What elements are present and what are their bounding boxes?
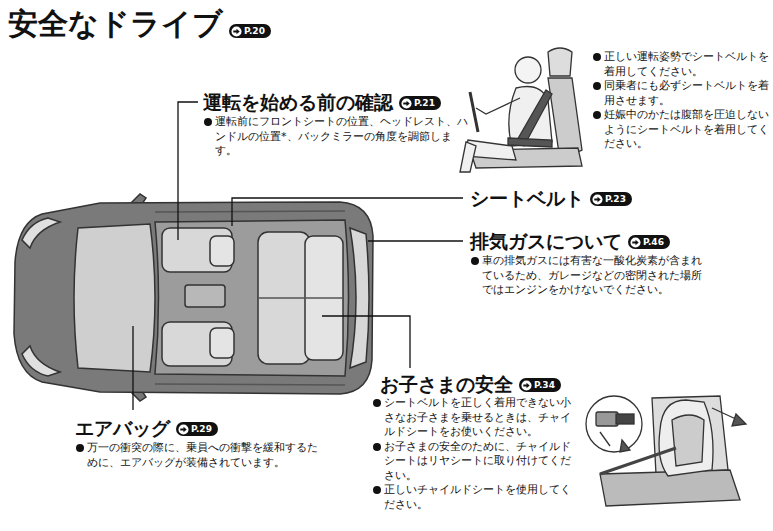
bullet-text: 運転前にフロントシートの位置、ヘッドレスト、ハンドルの位置*、バックミラーの角度…: [215, 115, 468, 159]
section-heading: 運転を始める前の確認: [203, 90, 393, 114]
section-heading: シートベルト: [470, 186, 584, 210]
page-ref-badge: P.21: [399, 96, 441, 110]
page-ref-badge: P.29: [176, 422, 218, 436]
bullet-dot: [471, 257, 479, 265]
arrow-icon: [231, 26, 242, 37]
child-seat-illustration: [586, 396, 746, 506]
bullet-item: 万一の衝突の際に、乗員への衝撃を緩和するために、エアバッグが装備されています。: [75, 441, 325, 470]
bullet-text: 正しいチャイルドシートを使用してください。: [384, 483, 572, 512]
bullet-item: 妊娠中のかたは腹部を圧迫しないようにシートベルトを着用してください。: [592, 108, 770, 152]
arrow-icon: [178, 424, 189, 435]
bullet-item: 運転前にフロントシートの位置、ヘッドレスト、ハンドルの位置*、バックミラーの角度…: [203, 115, 468, 159]
bullet-text: 正しい運転姿勢でシートベルトを着用してください。: [604, 50, 770, 79]
bullet-text: シートベルトを正しく着用できない小さなお子さまを乗せるときは、チャイルドシートを…: [384, 396, 572, 440]
section-heading: お子さまの安全: [380, 372, 513, 396]
bullet-text: お子さまの安全のために、チャイルドシートはリヤシートに取り付けてください。: [384, 440, 572, 484]
bullet-item: 正しいチャイルドシートを使用してください。: [372, 483, 572, 512]
bullet-dot: [593, 82, 601, 90]
bullet-item: お子さまの安全のために、チャイルドシートはリヤシートに取り付けてください。: [372, 440, 572, 484]
section-heading: 排気ガスについて: [470, 229, 622, 253]
bullet-dot: [373, 486, 381, 494]
bullet-dot: [373, 443, 381, 451]
arrow-icon: [401, 98, 412, 109]
arrow-icon: [521, 380, 532, 391]
bullet-text: 妊娠中のかたは腹部を圧迫しないようにシートベルトを着用してください。: [604, 108, 770, 152]
bullet-item: 車の排気ガスには有害な一酸化炭素が含まれているため、ガレージなどの密閉された場所…: [470, 254, 705, 298]
bullet-dot: [593, 53, 601, 61]
leader-line: [133, 102, 463, 410]
bullet-dot: [373, 399, 381, 407]
page-ref: P.20: [244, 25, 265, 37]
arrow-icon: [592, 194, 603, 205]
page-ref: P.34: [534, 379, 555, 391]
bullet-dot: [76, 444, 84, 452]
bullet-item: シートベルトを正しく着用できない小さなお子さまを乗せるときは、チャイルドシートを…: [372, 396, 572, 440]
car-top-view: [14, 194, 373, 401]
page-ref: P.46: [643, 236, 664, 248]
page-ref-badge: P.46: [628, 235, 670, 249]
page-ref-badge: P.23: [590, 192, 632, 206]
bullet-text: 同乗者にも必ずシートベルトを着用させます。: [604, 79, 770, 108]
page-title: 安全なドライブ: [8, 6, 223, 42]
seated-driver-illustration: [460, 48, 582, 172]
page-ref: P.29: [191, 423, 212, 435]
bullet-text: 万一の衝突の際に、乗員への衝撃を緩和するために、エアバッグが装備されています。: [87, 441, 325, 470]
bullet-text: 車の排気ガスには有害な一酸化炭素が含まれているため、ガレージなどの密閉された場所…: [482, 254, 705, 298]
page-ref-badge: P.20: [229, 24, 271, 38]
section-heading: エアバッグ: [75, 416, 170, 440]
bullet-item: 同乗者にも必ずシートベルトを着用させます。: [592, 79, 770, 108]
bullet-dot: [593, 111, 601, 119]
bullet-item: 正しい運転姿勢でシートベルトを着用してください。: [592, 50, 770, 79]
arrow-icon: [630, 237, 641, 248]
bullet-dot: [204, 118, 212, 126]
page-ref: P.23: [605, 193, 626, 205]
page-ref: P.21: [414, 97, 435, 109]
page-ref-badge: P.34: [519, 378, 561, 392]
